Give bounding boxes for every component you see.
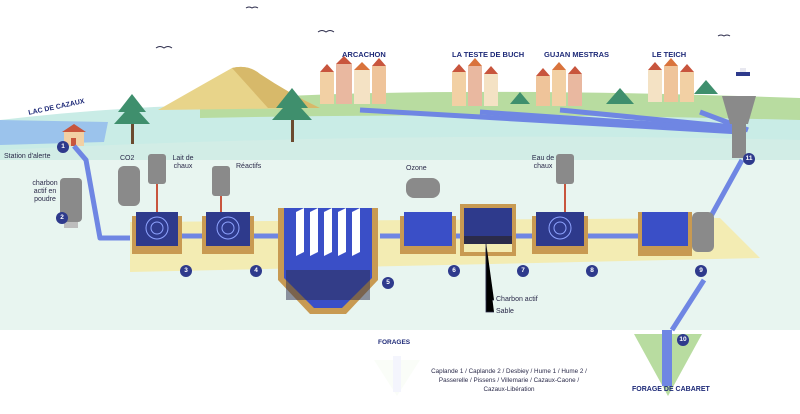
silo-icon <box>60 154 714 252</box>
town-gujan: GUJAN MESTRAS <box>544 50 610 59</box>
station-label: Station d'alerte <box>4 153 51 160</box>
step-badge: 3 <box>180 265 192 277</box>
step-badge: 10 <box>677 334 689 346</box>
charbon-leaders <box>485 242 494 313</box>
eau-chaux-label: Eau de chaux <box>531 155 555 170</box>
reactifs-label: Réactifs <box>236 163 262 170</box>
tree-icon <box>114 80 718 144</box>
station-house-icon <box>62 124 86 146</box>
town-arcachon: ARCACHON <box>342 50 386 59</box>
lait-label: Lait de chaux <box>172 155 194 170</box>
forages-list: Caplande 1 / Caplande 2 / Desbiey / Hume… <box>431 368 587 393</box>
cabaret-label: FORAGE DE CABARET <box>632 386 710 393</box>
sable-label: Sable <box>496 308 514 315</box>
step-badge: 8 <box>586 265 598 277</box>
forages-panel <box>366 332 598 406</box>
tank-icon <box>132 204 692 314</box>
lake <box>0 120 108 145</box>
bird-icon <box>155 6 731 49</box>
step-badge: 5 <box>382 277 394 289</box>
charbon-poudre-label: charbon actif en poudre <box>32 180 58 203</box>
water-tower-icon <box>722 96 756 158</box>
pipe-network <box>72 107 749 332</box>
charbon-actif-label: Charbon actif <box>496 296 538 303</box>
house-icon <box>320 56 694 106</box>
boat-icon <box>736 68 750 76</box>
step-badge: 7 <box>517 265 529 277</box>
step-badge: 1 <box>57 141 69 153</box>
step-badge: 2 <box>56 212 68 224</box>
forages-title: FORAGES <box>378 339 411 346</box>
step-badge: 9 <box>695 265 707 277</box>
step-badge: 4 <box>250 265 262 277</box>
town-teich: LE TEICH <box>652 50 687 59</box>
co2-label: CO2 <box>120 155 135 162</box>
step-badge: 6 <box>448 265 460 277</box>
step-badge: 11 <box>743 153 755 165</box>
ozone-label: Ozone <box>406 165 427 172</box>
town-teste: LA TESTE DE BUCH <box>452 50 525 59</box>
